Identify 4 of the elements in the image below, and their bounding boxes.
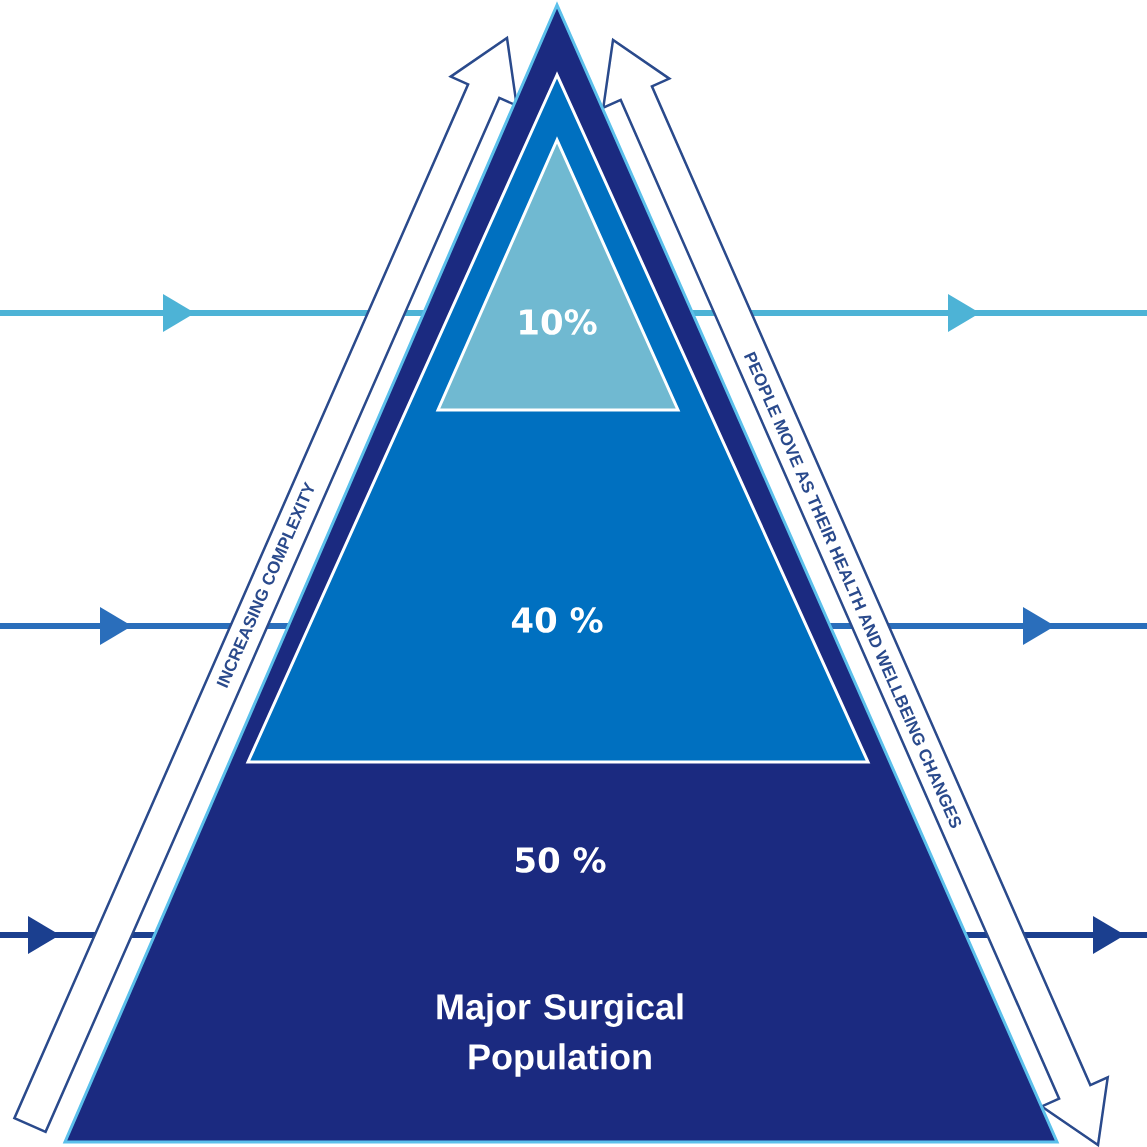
percentage-label: 50 % [516,847,606,873]
tier-label: Major Surgical Population [437,993,683,1077]
percentage-label: 10% [520,309,597,335]
percentage-label: 40 % [511,607,603,633]
